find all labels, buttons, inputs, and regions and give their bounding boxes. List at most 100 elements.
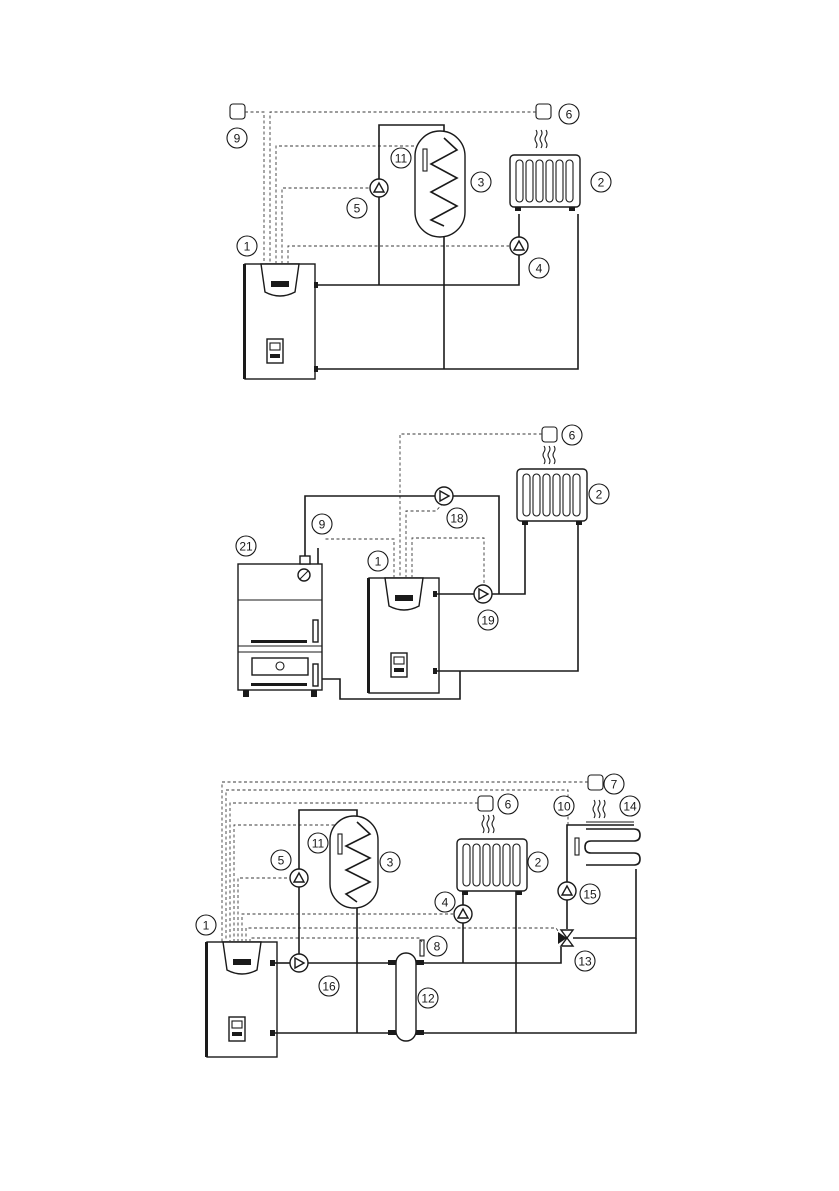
marker-2: 2	[527, 851, 549, 873]
marker-16: 16	[318, 975, 340, 997]
svg-text:21: 21	[239, 540, 253, 554]
marker-9: 9	[311, 513, 333, 535]
svg-text:15: 15	[583, 888, 597, 902]
marker-5: 5	[270, 849, 292, 871]
svg-text:6: 6	[566, 108, 573, 122]
hydraulic-separator-12	[388, 952, 424, 1042]
svg-text:11: 11	[312, 837, 325, 851]
pump-5c	[289, 868, 309, 888]
svg-text:1: 1	[375, 555, 382, 569]
svg-text:6: 6	[505, 798, 512, 812]
svg-text:3: 3	[478, 176, 485, 190]
svg-text:3: 3	[387, 856, 394, 870]
marker-9: 9	[226, 127, 248, 149]
solid-fuel-boiler-21	[237, 548, 323, 697]
underfloor-loop-14	[584, 821, 641, 866]
room-sensor-6c	[477, 795, 494, 812]
marker-4: 4	[434, 891, 456, 913]
scheme-2	[237, 426, 588, 700]
hot-water-tank-3	[414, 130, 466, 238]
marker-10: 10	[553, 795, 575, 817]
marker-12: 12	[417, 987, 439, 1009]
boiler-1c	[204, 941, 278, 1058]
svg-text:16: 16	[322, 980, 336, 994]
scheme-1	[229, 103, 581, 380]
control-wires-1	[245, 111, 536, 264]
marker-5: 5	[346, 197, 368, 219]
marker-21: 21	[235, 535, 257, 557]
hot-water-tank-3b	[329, 815, 379, 909]
marker-2: 2	[588, 483, 610, 505]
heat-waves-icon	[481, 814, 495, 834]
heat-waves-icon	[542, 445, 556, 465]
svg-text:2: 2	[596, 488, 603, 502]
svg-text:1: 1	[244, 240, 251, 254]
svg-text:5: 5	[278, 854, 285, 868]
radiator-2	[509, 154, 581, 212]
marker-1: 1	[195, 914, 217, 936]
marker-2: 2	[590, 171, 612, 193]
marker-6: 6	[497, 793, 519, 815]
svg-text:9: 9	[319, 518, 326, 532]
marker-11: 11	[390, 147, 412, 169]
marker-18: 18	[446, 507, 468, 529]
pump-19	[473, 584, 493, 604]
marker-13: 13	[574, 950, 596, 972]
marker-6: 6	[558, 103, 580, 125]
svg-text:14: 14	[623, 800, 637, 814]
marker-3: 3	[379, 851, 401, 873]
scheme-3	[204, 774, 641, 1058]
sensor-8	[419, 939, 425, 957]
svg-text:13: 13	[578, 955, 592, 969]
room-sensor-7	[587, 774, 604, 791]
heat-waves-icon	[592, 799, 606, 819]
sensor-10	[574, 837, 580, 856]
room-sensor-9	[229, 103, 246, 120]
boiler-1	[242, 263, 316, 380]
svg-text:4: 4	[536, 262, 543, 276]
pipes-1	[318, 124, 579, 370]
marker-3: 3	[470, 171, 492, 193]
control-wires-2	[323, 433, 542, 587]
marker-11: 11	[307, 832, 329, 854]
radiator-2c	[456, 838, 528, 896]
pump-4c	[453, 904, 473, 924]
svg-text:4: 4	[442, 896, 449, 910]
pump-18	[434, 486, 454, 506]
svg-text:9: 9	[234, 132, 241, 146]
boiler-1b	[366, 577, 440, 694]
mixing-valve-13	[558, 929, 575, 947]
marker-1: 1	[367, 550, 389, 572]
marker-6: 6	[561, 424, 583, 446]
pump-15	[557, 881, 577, 901]
svg-text:12: 12	[421, 992, 435, 1006]
svg-text:19: 19	[481, 614, 495, 628]
marker-4: 4	[528, 257, 550, 279]
room-sensor-6b	[541, 426, 558, 443]
pipes-3	[275, 809, 637, 1034]
pump-16	[289, 953, 309, 973]
marker-8: 8	[426, 935, 448, 957]
svg-text:2: 2	[598, 176, 605, 190]
pump-5	[369, 178, 389, 198]
room-sensor-6	[535, 103, 552, 120]
marker-14: 14	[619, 795, 641, 817]
svg-text:18: 18	[450, 512, 464, 526]
svg-text:5: 5	[354, 202, 361, 216]
svg-text:6: 6	[569, 429, 576, 443]
svg-text:7: 7	[611, 778, 618, 792]
pipes-2	[304, 495, 579, 700]
radiator-2b	[516, 468, 588, 526]
marker-15: 15	[579, 883, 601, 905]
svg-text:11: 11	[395, 152, 408, 166]
svg-text:2: 2	[535, 856, 542, 870]
pump-4	[509, 236, 529, 256]
marker-19: 19	[477, 609, 499, 631]
marker-7: 7	[603, 773, 625, 795]
svg-text:8: 8	[434, 940, 441, 954]
heat-waves-icon	[534, 129, 548, 149]
svg-text:10: 10	[557, 800, 571, 814]
svg-text:1: 1	[203, 919, 210, 933]
marker-1: 1	[236, 235, 258, 257]
